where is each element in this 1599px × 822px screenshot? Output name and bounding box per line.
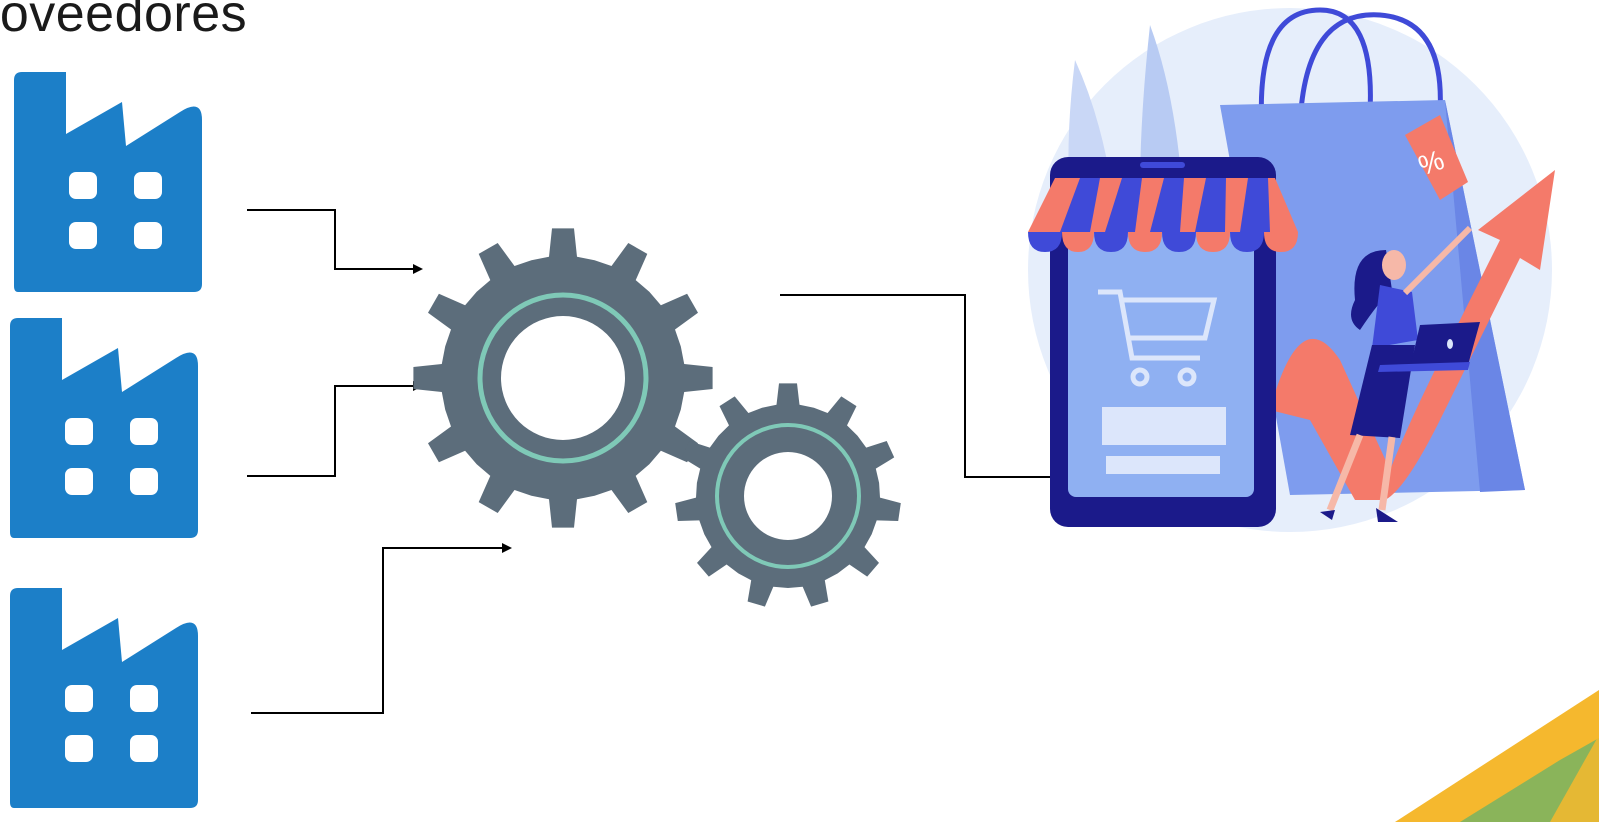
connector-factory-3-to-gears bbox=[251, 548, 510, 713]
factory-3-icon bbox=[10, 588, 198, 808]
factory-2-icon bbox=[10, 318, 198, 538]
screen-field bbox=[1102, 407, 1226, 445]
small-gear-icon bbox=[675, 383, 901, 606]
online-store-illustration: % bbox=[1028, 8, 1555, 532]
factory-1-icon bbox=[14, 72, 202, 292]
connector-factory-2-to-gears bbox=[247, 386, 421, 476]
screen-button bbox=[1106, 456, 1220, 474]
large-gear-icon bbox=[413, 228, 712, 527]
connector-factory-1-to-gears bbox=[247, 210, 421, 269]
corner-decoration bbox=[1395, 690, 1599, 822]
processing-gears-icon bbox=[413, 228, 900, 606]
